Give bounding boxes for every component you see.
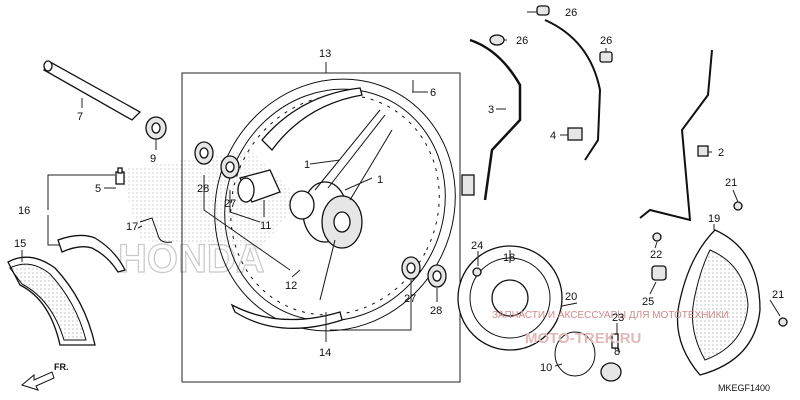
callout-28a: 28 <box>197 183 209 195</box>
sensor-wire <box>639 49 713 222</box>
callout-27b: 27 <box>404 293 416 305</box>
callout-4: 4 <box>550 130 556 142</box>
axle-nut <box>145 116 167 140</box>
watermark-line1: ЗАПЧАСТИ И АКСЕССУАРЫ ДЛЯ МОТОТЕХНИКИ <box>492 310 729 321</box>
callout-6: 6 <box>430 87 436 99</box>
rim-lock <box>139 217 173 243</box>
callout-20: 20 <box>565 291 577 303</box>
callout-13: 13 <box>319 48 331 60</box>
front-direction-arrow: FR. <box>20 362 69 391</box>
callout-9: 9 <box>150 153 156 165</box>
callout-12: 12 <box>285 280 297 292</box>
hub <box>289 181 363 249</box>
callout-21a: 21 <box>725 177 737 189</box>
rim-band-upper <box>261 87 363 151</box>
callout-22: 22 <box>650 249 662 261</box>
direction-label: FR. <box>54 362 69 372</box>
callout-16: 16 <box>18 205 30 217</box>
callout-18: 18 <box>503 252 515 264</box>
valve-nut <box>115 167 125 185</box>
hose-clamp <box>567 127 583 141</box>
bolt-8 <box>611 333 619 349</box>
grommet-26-top <box>536 5 550 16</box>
callout-26b: 26 <box>516 35 528 47</box>
disc-cover <box>676 229 761 376</box>
honda-watermark-logo: HONDA <box>117 150 300 282</box>
callout-8: 8 <box>614 346 620 358</box>
side-collar <box>600 362 622 382</box>
brake-disc <box>457 245 563 351</box>
callout-21b: 21 <box>772 289 784 301</box>
callout-14: 14 <box>319 347 331 359</box>
pulser-ring <box>554 331 596 377</box>
grommet-26-mid <box>489 34 505 46</box>
callout-28b: 28 <box>430 305 442 317</box>
clip-2 <box>697 145 709 157</box>
callout-26c: 26 <box>600 35 612 47</box>
brake-hose <box>469 38 522 201</box>
brand-watermark-text: HONDA <box>118 237 265 281</box>
speed-cable <box>544 19 602 161</box>
callout-2: 2 <box>718 147 724 159</box>
callout-27a: 27 <box>224 198 236 210</box>
rim-band-lower <box>230 303 343 329</box>
callout-7: 7 <box>77 111 83 123</box>
callout-15: 15 <box>14 238 26 250</box>
leader-lines <box>21 11 781 367</box>
callout-10: 10 <box>540 362 552 374</box>
callout-23: 23 <box>612 312 624 324</box>
bolt-21-top <box>733 201 743 211</box>
grommet-26-right <box>599 51 613 63</box>
bolt-22 <box>652 232 662 242</box>
callout-3: 3 <box>488 104 494 116</box>
collar-25 <box>651 265 667 281</box>
bolt-24 <box>472 267 482 277</box>
tire <box>7 256 96 346</box>
callout-25: 25 <box>642 296 654 308</box>
bolt-20 <box>561 302 578 307</box>
callout-1b: 1 <box>377 174 383 186</box>
callout-5: 5 <box>95 183 101 195</box>
front-axle <box>42 60 142 121</box>
callout-1a: 1 <box>304 159 310 171</box>
wheel-assembly-frame <box>181 62 461 383</box>
callout-17: 17 <box>126 221 138 233</box>
watermark-line2: MOTO-TREK.RU <box>525 330 641 347</box>
callout-19: 19 <box>708 213 720 225</box>
callout-24: 24 <box>471 240 483 252</box>
tube <box>57 234 126 273</box>
bolt-21-bottom <box>778 317 788 327</box>
callout-labels: 1 1 2 3 4 5 6 7 8 9 10 11 12 13 14 15 16… <box>14 7 784 374</box>
callout-11: 11 <box>260 220 271 232</box>
callout-26a: 26 <box>565 7 577 19</box>
diagram-code: MKEGF1400 <box>718 383 770 393</box>
hose-fitting <box>461 174 475 196</box>
spokes <box>314 109 393 301</box>
